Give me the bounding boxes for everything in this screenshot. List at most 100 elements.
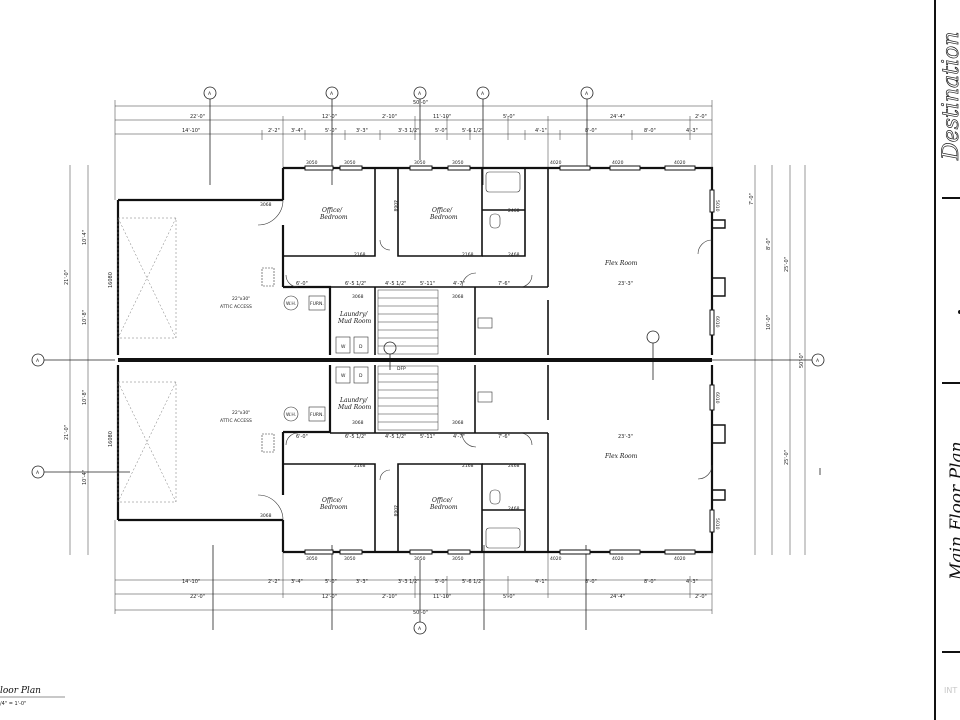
dim-bottom2-5-6-half: 5'-6 1/2" [462,579,483,585]
dim-bottom2-8-0b: 8'-0" [644,579,656,585]
dim-bottom-12: 12'-0" [322,594,337,600]
window-tag: 3050 [452,160,464,166]
room-office-top-2: Office/ [432,207,453,214]
window-tag: 4020 [674,160,686,166]
door-tag: 2468 [508,463,520,469]
dim-top2-4-3: 4'-3" [686,128,698,134]
dim-top-2-0: 2'-0" [695,114,707,120]
furnace-bottom: FURN. [310,412,324,418]
dim-row: 6'-0" [296,281,308,287]
door-tag: 2168 [354,463,366,469]
section-marker-left-2: A [31,465,130,479]
room-flex-top: Flex Room [604,260,638,267]
dim-right-7-0: 7'-0" [749,193,755,205]
door-tag: 3068 [452,420,464,426]
svg-text:A: A [481,91,485,97]
dim-row: 7'-6" [498,281,510,287]
section-marker-top-1: A [203,86,217,185]
dim-bottom2-3-4: 3'-4" [291,579,303,585]
window-tag: 6010 [714,316,720,328]
window-tag: 4020 [674,556,686,562]
dim-left-21-0-bottom: 21'-0" [64,425,70,440]
window-openings [304,165,715,555]
dim-row: 5'-11" [420,434,435,440]
door-tag: 3068 [352,294,364,300]
garage-door-top: 16080 [108,272,114,288]
svg-text:A: A [816,358,820,364]
section-marker-top-4: A [476,86,490,185]
window-tag: 4020 [550,556,562,562]
interior-section-marker [383,330,660,380]
dim-bottom-2-0: 2'-0" [695,594,707,600]
dim-row: 4'-5 1/2" [385,281,406,287]
dim-top-11-10: 11'-10" [433,114,451,120]
dim-bottom2-5-0: 5'-0" [325,579,337,585]
dim-top2-2-2: 2'-2" [268,128,280,134]
laundry-appliances [261,267,369,453]
dim-total-width-top: 50'-0" [413,100,428,106]
svg-text:A: A [36,470,40,476]
brand-logo-text: Destination [939,32,960,161]
room-mudroom-top: Mud Room [337,318,371,325]
door-swings [257,199,713,521]
dim-top2-8-0b: 8'-0" [644,128,656,134]
dim-total-width-bottom: 50'-0" [413,610,428,616]
dim-top2-8-0: 8'-0" [585,128,597,134]
svg-text:A: A [330,91,334,97]
dim-top2-14-10: 14'-10" [182,128,200,134]
door-tag: 2468 [508,252,520,258]
dim-top-2-10: 2'-10" [382,114,397,120]
attic-size-bottom: 22"x30" [232,410,250,416]
room-office-bottom-1: Office/ [322,497,343,504]
room-bedroom-bottom-1: Bedroom [319,504,348,511]
dim-bottom-2-10: 2'-10" [382,594,397,600]
dim-right-total: 50'-0" [799,353,805,368]
dim-top2-5-6-half: 5'-6 1/2" [462,128,483,134]
window-tag: 5010 [714,518,720,530]
dim-bottom2-2-2: 2'-2" [268,579,280,585]
door-tag: 3068 [352,420,364,426]
attic-access-top: ATTIC ACCESS [220,304,252,310]
section-marker-top-3: A [413,86,427,160]
dim-left-10-4-bottom: 10'-4" [82,470,88,485]
window-tag: 5010 [714,200,720,212]
dryer-top: D [359,344,363,350]
dim-bottom2-3-3-half: 3'-3 1/2" [398,579,419,585]
dim-row: 4'-7" [453,281,465,287]
window-tag: 3050 [306,160,318,166]
dim-row: 6'-0" [296,434,308,440]
dryer-bottom: D [359,373,363,379]
svg-text:A: A [585,91,589,97]
dim-row: 6'-5 1/2" [345,281,366,287]
dim-right-10-0: 10'-0" [766,315,772,330]
dim-bottom2-14-10: 14'-10" [182,579,200,585]
water-heater-top: W.H. [286,301,296,307]
room-bedroom-bottom-2: Bedroom [429,504,458,511]
bottom-dimension-strings [114,520,713,614]
dim-bottom-22: 22'-0" [190,594,205,600]
window-tag: 4020 [550,160,562,166]
window-tag: 3050 [452,556,464,562]
plan-title: loor Plan [0,686,41,696]
top-dimension-strings [114,100,713,200]
dfp-label: DFP [397,366,406,372]
window-tag: 3050 [306,556,318,562]
dim-row: 5'-11" [420,281,435,287]
plan-scale: /4" = 1'-0" [0,701,26,707]
dim-flex-width: 23'-3" [618,434,633,440]
dim-top-5-0: 5'-0" [503,114,515,120]
garage-door-bottom: 16080 [108,431,114,447]
dim-top2-4-1: 4'-1" [535,128,547,134]
window-tag: 3050 [414,160,426,166]
door-tag: 2168 [462,463,474,469]
section-marker-left-1: A [31,353,115,367]
water-heater-bottom: W.H. [286,412,296,418]
right-bumpouts [712,219,726,501]
dim-bottom-11-10: 11'-10" [433,594,451,600]
window-tag: 4020 [612,160,624,166]
dim-bottom-24-4: 24'-4" [610,594,625,600]
dim-row: 7'-6" [498,434,510,440]
dim-top2-3-3-half: 3'-3 1/2" [398,128,419,134]
door-tag: 3068 [260,513,272,519]
